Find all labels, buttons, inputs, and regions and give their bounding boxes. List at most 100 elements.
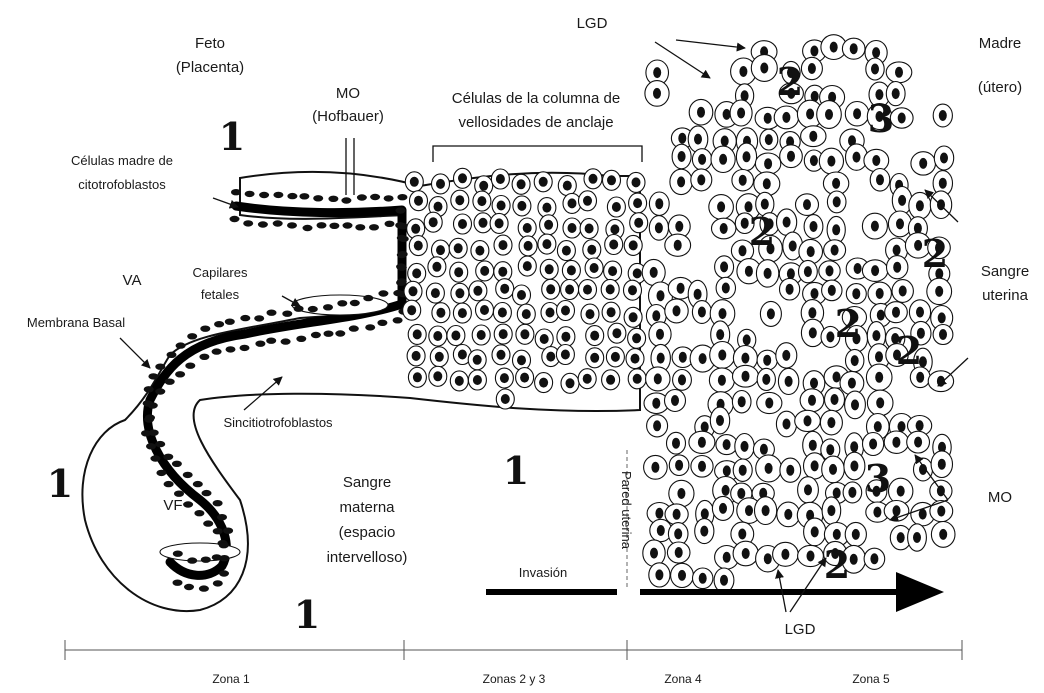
cell-nucleus (590, 331, 599, 341)
cell-nucleus (850, 441, 858, 452)
cell-nucleus (939, 529, 947, 540)
cell-nucleus (717, 201, 725, 212)
cell-nucleus (829, 464, 837, 475)
cell-nucleus (657, 290, 665, 301)
region-number-1-left: 1 (47, 461, 73, 506)
cell-nucleus (782, 350, 790, 361)
trophoblast-nucleus (199, 354, 209, 360)
cell-nucleus (762, 374, 770, 385)
cell-nucleus (436, 245, 445, 255)
region-number-2-c: 2 (922, 231, 948, 276)
cell-nucleus (650, 267, 658, 278)
cell-nucleus (804, 484, 812, 495)
cell-nucleus (675, 547, 683, 558)
cell-nucleus (848, 487, 856, 498)
cell-nucleus (870, 553, 878, 564)
cell-nucleus (723, 439, 731, 450)
cell-nucleus (854, 263, 862, 274)
cell-nucleus (697, 107, 705, 118)
trophoblast-nucleus (349, 325, 359, 331)
trophoblast-nucleus (212, 348, 222, 354)
cell-nucleus (718, 375, 726, 386)
trophoblast-nucleus (225, 319, 235, 325)
cell-nucleus (871, 265, 879, 276)
trophoblast-nucleus (273, 192, 283, 198)
cell-nucleus (523, 223, 532, 233)
region-number-2-f: 2 (824, 542, 850, 587)
trophoblast-nucleus (187, 333, 197, 339)
cell-nucleus (916, 307, 924, 318)
cell-nucleus (633, 198, 642, 208)
cell-nucleus (831, 245, 839, 256)
cell-nucleus (699, 573, 707, 584)
trophoblast-nucleus (243, 220, 253, 226)
trophoblast-nucleus (395, 222, 405, 228)
cell-nucleus (826, 444, 834, 455)
cell-nucleus (892, 307, 900, 318)
label-sincitio: Sincitiotrofoblastos (223, 415, 333, 430)
cell-nucleus (539, 378, 548, 388)
cell-nucleus (914, 437, 922, 448)
cell-nucleus (738, 396, 746, 407)
cell-nucleus (631, 354, 640, 364)
cell-nucleus (436, 179, 445, 189)
label-invasion: Invasión (519, 565, 567, 580)
trophoblast-nucleus (355, 224, 365, 230)
region-number-3-b: 3 (865, 456, 891, 501)
cell-nucleus (719, 308, 727, 319)
cell-nucleus (700, 526, 708, 537)
cell-nucleus (655, 198, 663, 209)
cell-nucleus (782, 112, 790, 123)
trophoblast-nucleus (281, 338, 291, 344)
cell-nucleus (899, 286, 907, 297)
label-sangre-materna-3: (espacio (339, 524, 396, 541)
label-sangre-materna-4: intervelloso) (327, 549, 408, 566)
cell-nucleus (737, 488, 745, 499)
cell-nucleus (893, 505, 901, 516)
zone-label-4: Zona 5 (852, 672, 890, 686)
cell-nucleus (473, 375, 482, 385)
cell-nucleus (832, 224, 840, 235)
cell-nucleus (473, 286, 482, 296)
cell-nucleus (827, 417, 835, 428)
cell-nucleus (610, 224, 619, 234)
trophoblast-nucleus (156, 470, 166, 476)
cell-nucleus (935, 286, 943, 297)
cell-nucleus (804, 266, 812, 277)
cell-nucleus (542, 239, 551, 249)
cell-nucleus (789, 241, 797, 252)
cell-nucleus (718, 350, 726, 361)
trophoblast-nucleus (145, 414, 155, 420)
cell-nucleus (654, 373, 662, 384)
cell-nucleus (808, 307, 816, 318)
trophoblast-nucleus (282, 311, 292, 317)
trophoblast-nucleus (378, 290, 388, 296)
region-number-1-top: 1 (219, 114, 245, 159)
cell-nucleus (517, 290, 526, 300)
region-number-1-mid: 1 (503, 448, 529, 493)
cell-nucleus (429, 217, 438, 227)
cell-nucleus (611, 352, 620, 362)
cell-nucleus (916, 420, 924, 431)
trophoblast-nucleus (294, 306, 304, 312)
cell-nucleus (678, 151, 686, 162)
cell-nucleus (679, 352, 687, 363)
cell-nucleus (938, 312, 946, 323)
label-sangre-materna-2: materna (339, 499, 395, 516)
cell-nucleus (675, 460, 683, 471)
cell-nucleus (697, 174, 705, 185)
label-celulas-madre: Células madre de (71, 153, 173, 168)
cell-nucleus (785, 376, 793, 387)
cell-nucleus (694, 289, 702, 300)
cell-nucleus (939, 329, 947, 340)
cell-nucleus (876, 288, 884, 299)
trophoblast-nucleus (174, 491, 184, 497)
cell-nucleus (699, 353, 707, 364)
trophoblast-nucleus (384, 195, 394, 201)
trophoblast-nucleus (202, 490, 212, 496)
cell-nucleus (653, 67, 661, 78)
cell-nucleus (737, 108, 745, 119)
trophoblast-nucleus (287, 193, 297, 199)
cell-nucleus (675, 221, 683, 232)
cell-nucleus (719, 503, 727, 514)
